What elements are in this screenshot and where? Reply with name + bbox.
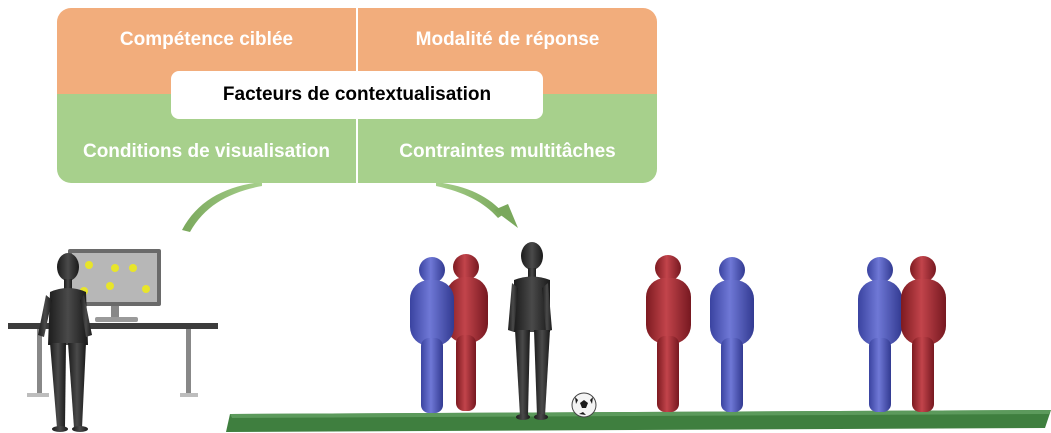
arrow-head-icon bbox=[494, 204, 518, 228]
desk bbox=[8, 323, 218, 397]
red-player bbox=[646, 255, 691, 412]
blue-player bbox=[858, 257, 902, 412]
red-player bbox=[901, 256, 946, 412]
observer-figure bbox=[38, 253, 92, 432]
soccer-ball-icon bbox=[571, 392, 597, 418]
monitor bbox=[68, 249, 161, 322]
factor-panel: Compétence ciblée Modalité de réponse Co… bbox=[57, 8, 657, 183]
blue-player bbox=[410, 257, 454, 413]
red-player bbox=[446, 254, 488, 411]
panel-center-label: Facteurs de contextualisation bbox=[171, 71, 543, 119]
curved-arrow-left bbox=[182, 182, 262, 232]
player-figure bbox=[508, 242, 552, 420]
blue-player bbox=[710, 257, 754, 412]
curved-arrow-right bbox=[436, 182, 504, 218]
